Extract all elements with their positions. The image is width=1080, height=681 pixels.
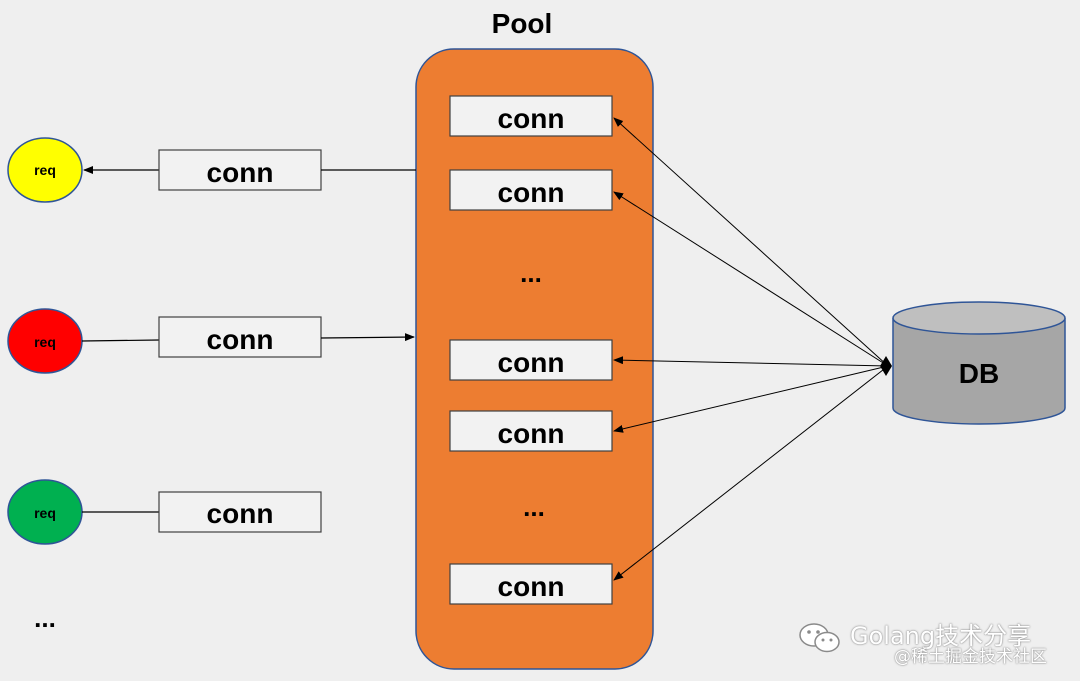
request-label-1: req: [34, 162, 56, 178]
request-2-req-line: [81, 339, 160, 342]
request-row-2: req conn: [7, 308, 415, 374]
db-line-conn-2: [613, 191, 889, 367]
requests-ellipsis: ...: [34, 603, 56, 633]
pool-conn-5: conn: [449, 563, 613, 605]
db-arrow-tail: [880, 356, 892, 376]
pool-conn-4: conn: [449, 410, 613, 452]
request-circle-1: [7, 137, 83, 203]
pool-conn-2-label: conn: [498, 177, 565, 208]
db-line-conn-3: [613, 356, 889, 367]
pool-conn-1-label: conn: [498, 103, 565, 134]
pool-title: Pool: [492, 8, 553, 39]
request-row-1: req conn: [7, 137, 416, 203]
db-line-conn-4: [613, 365, 889, 433]
database-cylinder: DB: [892, 301, 1066, 425]
request-1-conn-box: [158, 149, 322, 191]
request-label-2: req: [34, 334, 56, 350]
request-1-conn-label: conn: [207, 157, 274, 188]
pool-conn-3-label: conn: [498, 347, 565, 378]
request-2-conn-box: [158, 316, 322, 358]
request-3-conn-label: conn: [207, 498, 274, 529]
request-label-3: req: [34, 505, 56, 521]
pool-ellipsis-upper: ...: [520, 258, 542, 288]
watermark-subtitle: @稀土掘金技术社区: [894, 647, 1047, 667]
request-2-arrow: [320, 333, 415, 342]
request-2-conn-label: conn: [207, 324, 274, 355]
pool-conn-5-label: conn: [498, 571, 565, 602]
db-line-conn-1: [613, 117, 889, 367]
pool-conn-4-label: conn: [498, 418, 565, 449]
db-connection-lines: [613, 117, 889, 581]
request-3-conn-box: [158, 491, 322, 533]
wechat-icon: [799, 623, 840, 653]
pool-conn-2: conn: [449, 169, 613, 211]
watermark: Golang技术分享 @稀土掘金技术社区: [798, 612, 1068, 672]
database-label: DB: [959, 358, 999, 389]
pool-ellipsis-lower: ...: [523, 492, 545, 522]
request-row-3: req conn: [7, 479, 322, 545]
pool-conn-3: conn: [449, 339, 613, 381]
watermark-title: Golang技术分享: [850, 622, 1032, 650]
db-line-conn-5: [613, 365, 889, 581]
pool-conn-1: conn: [449, 95, 613, 137]
